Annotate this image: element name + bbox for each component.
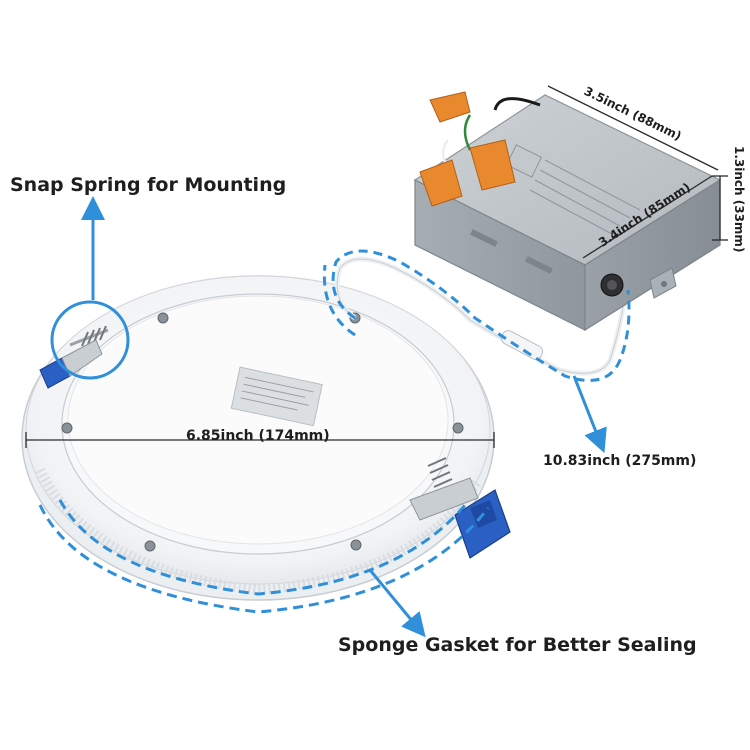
product-label-sticker <box>230 366 323 427</box>
box-width-dimension-line <box>582 175 713 259</box>
panel-screws <box>61 312 464 552</box>
diameter-label: 6.85inch (174mm) <box>186 428 330 444</box>
wire-nuts <box>419 91 541 207</box>
sponge-gasket-label: Sponge Gasket for Better Sealing <box>338 634 697 656</box>
gasket-arrow <box>368 569 426 638</box>
gasket-highlight-outer <box>38 504 490 614</box>
cable-length-arrow <box>572 375 607 454</box>
cable-highlight-dashes <box>331 249 631 382</box>
dimension-lines <box>25 85 728 448</box>
snap-spring-highlight-circle <box>50 300 130 380</box>
gasket-highlight-inner <box>58 499 467 596</box>
driver-box <box>413 94 722 332</box>
power-cable <box>334 256 628 376</box>
cable-length-label: 10.83inch (275mm) <box>543 453 697 469</box>
led-panel <box>21 275 495 601</box>
callouts <box>38 196 631 638</box>
box-length-dimension-line <box>547 85 719 171</box>
box-height-label: 1.3inch (33mm) <box>732 146 746 253</box>
snap-spring-right <box>409 457 511 559</box>
snap-spring-label: Snap Spring for Mounting <box>10 174 287 196</box>
